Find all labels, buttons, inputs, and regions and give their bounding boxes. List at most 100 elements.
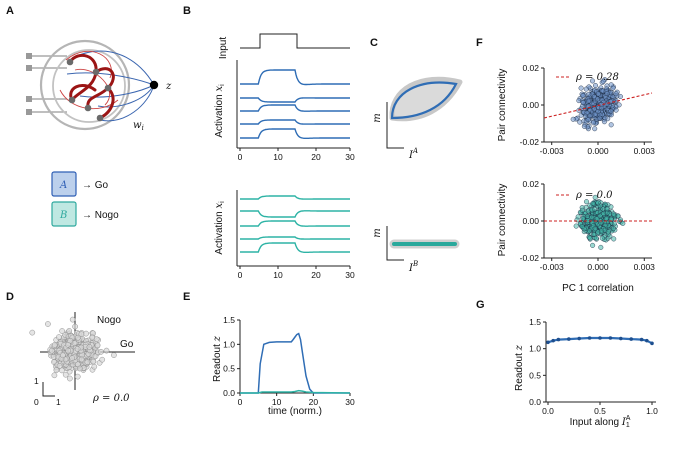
panel-e-label: E [183, 291, 190, 303]
g-point [645, 338, 649, 343]
e-ytick-label: 0.5 [223, 364, 235, 374]
d-scale-x: 1 [56, 397, 61, 407]
f-point [597, 213, 603, 219]
svg-text:10: 10 [273, 270, 283, 280]
d-point [56, 334, 62, 340]
g-ytick-label: 0.5 [529, 370, 541, 380]
f-point [599, 235, 605, 241]
svg-text:Activation xi: Activation xi [214, 84, 226, 138]
d-point [90, 358, 97, 365]
d-point [51, 372, 58, 379]
svg-text:Activation xi: Activation xi [214, 201, 226, 255]
b-bottom-axis-label: Activation xi [214, 201, 226, 255]
d-point [91, 363, 98, 370]
d-point [51, 342, 58, 348]
activation-trace [240, 119, 350, 125]
svg-text:IA: IA [408, 147, 418, 161]
f-point [586, 91, 592, 97]
g-xlabel: Input along I1A [570, 415, 631, 429]
f-top-fit-line [543, 92, 653, 119]
f-point [593, 82, 599, 88]
g-point [587, 336, 592, 340]
d-point [69, 316, 76, 323]
d-point [74, 346, 81, 352]
f-point [584, 199, 590, 205]
d-go-label: Go [120, 339, 134, 350]
f-point [613, 107, 619, 113]
g-point [546, 340, 550, 345]
g-point [577, 336, 581, 341]
g-point [556, 337, 561, 342]
c-top-manifold: m IA [372, 76, 463, 161]
f-point [604, 206, 610, 212]
f-point [570, 116, 576, 122]
legend-go: A → Go [51, 171, 109, 197]
c-top-axes [386, 102, 404, 149]
activation-trace [240, 236, 350, 240]
f-point [579, 207, 585, 213]
d-point [83, 330, 89, 337]
e-ytick-label: 1.0 [223, 339, 235, 349]
g-xtick-label: 0.5 [594, 406, 606, 416]
d-point [59, 352, 66, 359]
f-top-rho: ρ = 0.28 [575, 72, 619, 83]
g-point [629, 337, 633, 341]
weight-label: wi [133, 120, 144, 132]
d-point [98, 348, 104, 355]
f-point [615, 213, 621, 219]
f-point [611, 211, 617, 217]
f-point [590, 200, 596, 206]
legend-go-text: → Go [82, 180, 109, 191]
f-point [592, 206, 598, 212]
activation-trace [240, 104, 350, 112]
f-point [586, 98, 592, 104]
d-point [75, 334, 81, 341]
legend-nogo-text: → Nogo [82, 210, 119, 221]
d-point [66, 328, 73, 334]
panel-g-label: G [476, 299, 485, 311]
svg-text:m: m [372, 113, 383, 122]
d-point [59, 328, 65, 334]
svg-text:m: m [372, 228, 383, 237]
f-point [599, 228, 605, 234]
g-point [639, 337, 644, 342]
f-point [590, 78, 596, 84]
readout-node [149, 80, 159, 90]
e-ylabel: Readout z [212, 335, 223, 382]
panel-c-label: C [370, 37, 378, 49]
d-scatter-cloud [29, 316, 117, 382]
f-point [579, 223, 585, 229]
f-point [608, 122, 614, 128]
f-xtick-label: -0.003 [540, 146, 564, 156]
activation-trace [240, 242, 350, 253]
d-point [94, 342, 101, 349]
svg-text:IB: IB [408, 260, 418, 274]
d-scale-bar [42, 382, 55, 397]
d-point [69, 355, 76, 361]
activation-trace [240, 210, 350, 218]
f-point [601, 210, 607, 216]
readout-label: z [165, 81, 172, 92]
g-point [567, 337, 571, 341]
d-point [111, 352, 117, 358]
f-point [578, 85, 584, 91]
f-ytick-label: 0.02 [522, 63, 539, 73]
svg-text:20: 20 [311, 152, 321, 162]
svg-text:20: 20 [311, 270, 321, 280]
f-point [597, 115, 603, 121]
f-ytick-label: 0.02 [522, 179, 539, 189]
c-bottom-manifold: m IB [372, 226, 460, 274]
d-point [103, 347, 110, 354]
svg-text:0: 0 [238, 152, 243, 162]
f-bottom-rho: ρ = 0.0 [575, 190, 613, 201]
input-trace [240, 33, 350, 49]
f-xtick-label: -0.003 [540, 262, 564, 272]
d-point [45, 321, 51, 327]
panel-b-label: B [183, 5, 191, 17]
f-point [595, 91, 601, 97]
d-point [78, 356, 85, 363]
